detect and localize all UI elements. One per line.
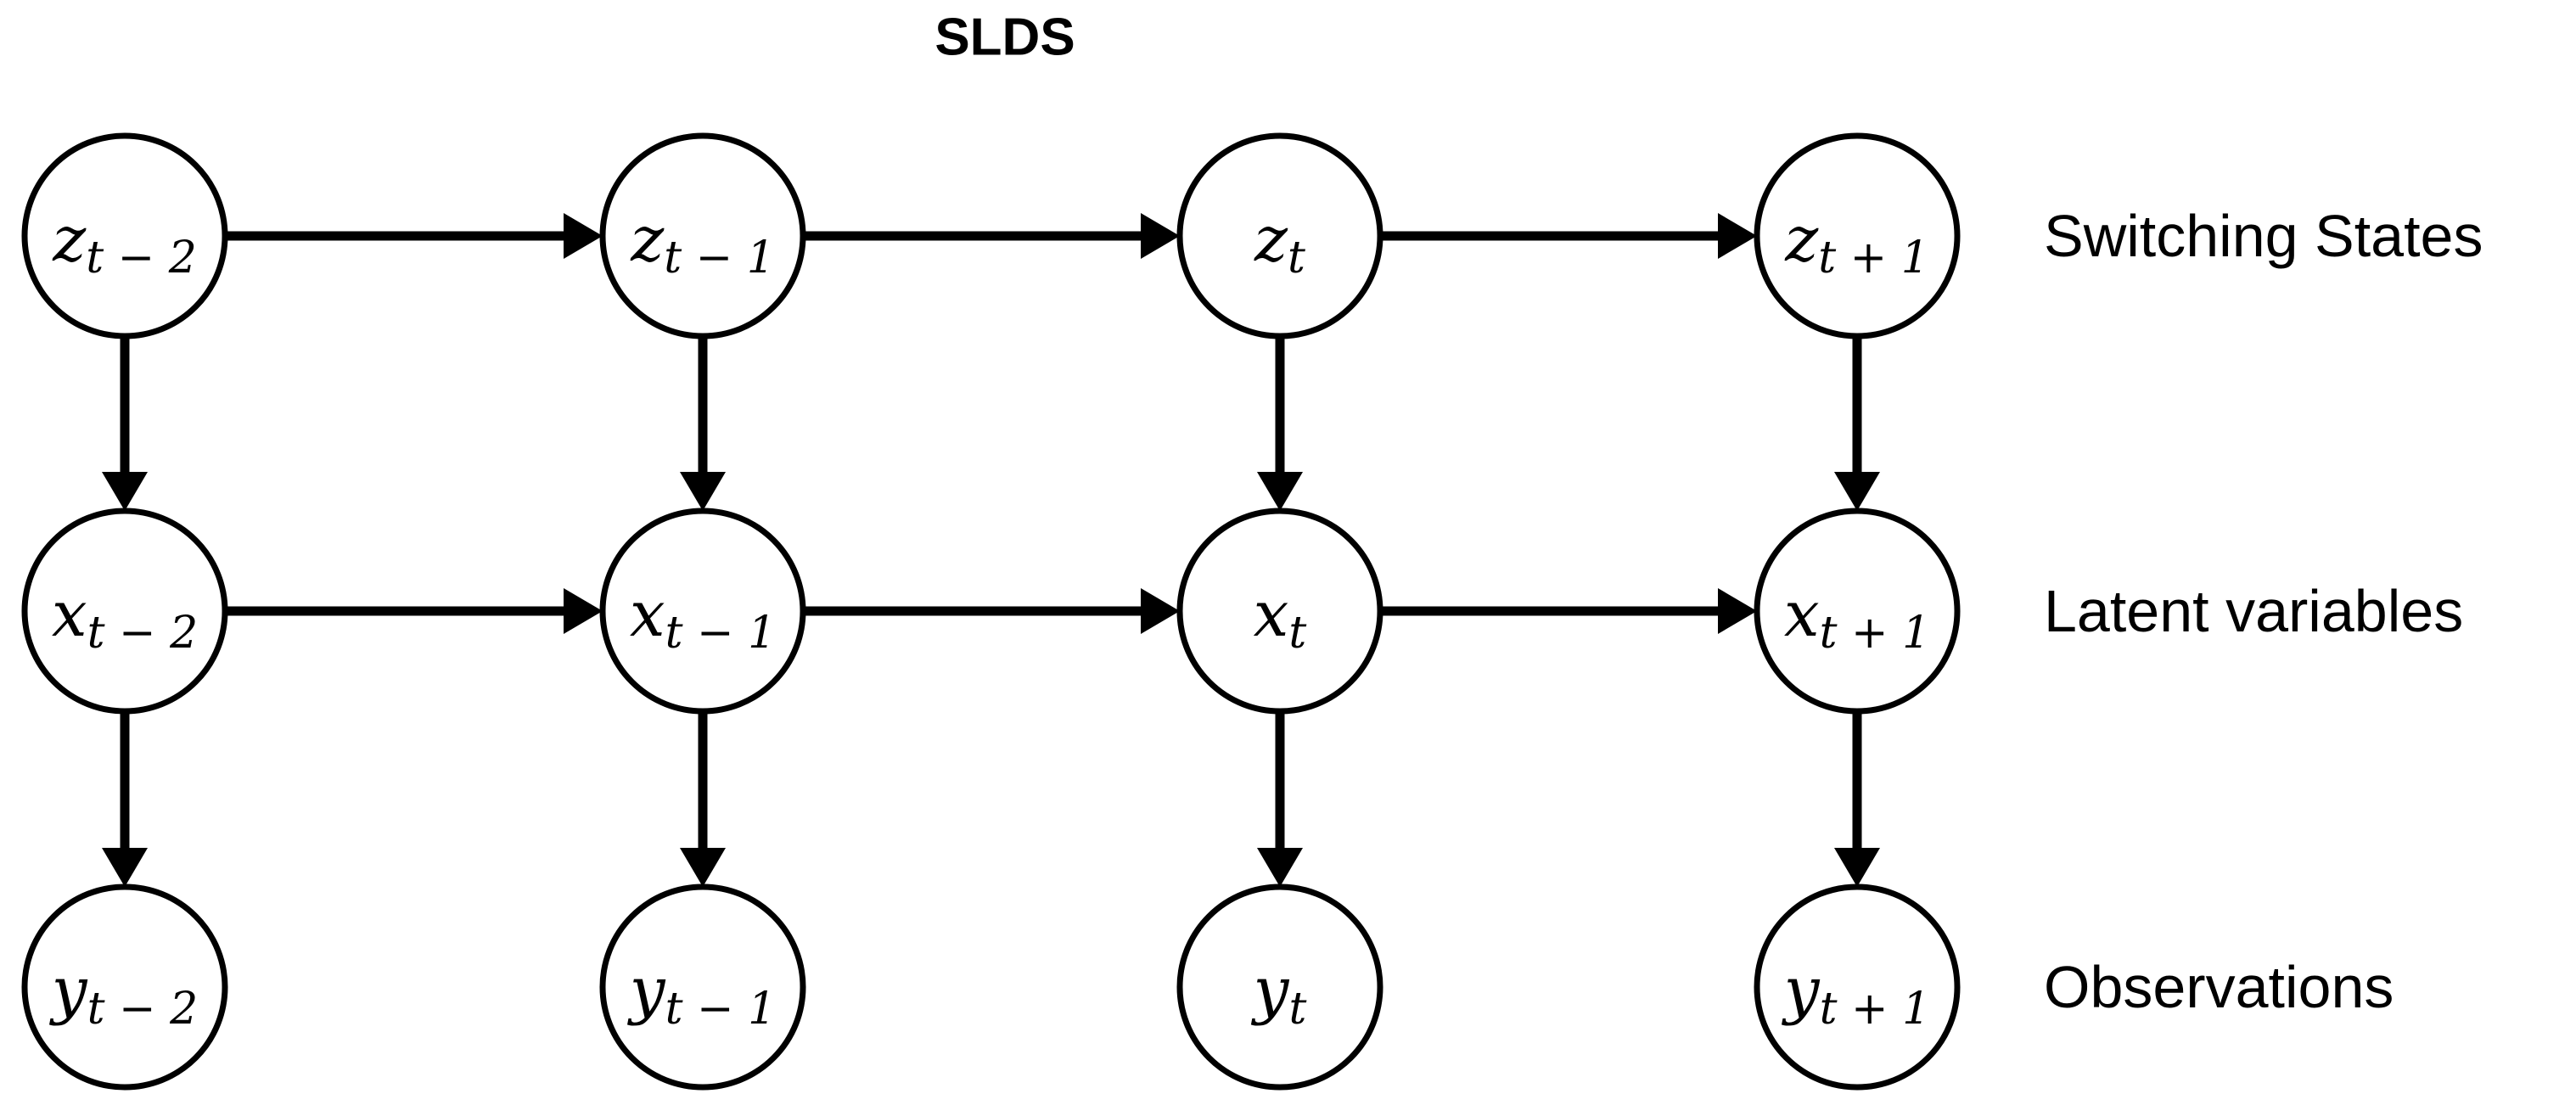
edge-x-t-1-to-x-t-arrowhead-icon [1141, 588, 1180, 634]
node-circle-y-t+1[interactable] [1754, 883, 1961, 1091]
edge-x-t-to-y-t [1257, 711, 1303, 887]
node-label-z-t-1: zt − 1 [630, 203, 775, 283]
node-label-y-t+1: yt + 1 [1782, 954, 1930, 1035]
edge-z-t+1-to-x-t+1 [1834, 336, 1880, 511]
node-label-x-t+1: xt + 1 [1784, 578, 1930, 659]
node-label-x-t-2: xt − 2 [52, 578, 198, 659]
edge-x-t-1-to-y-t-1 [680, 711, 726, 887]
node-label-z-t+1: zt + 1 [1784, 203, 1929, 283]
edge-z-t+1-to-x-t+1-arrowhead-icon [1834, 472, 1880, 511]
node-circle-z-t+1[interactable] [1754, 132, 1961, 339]
node-circle-z-t-1[interactable] [599, 132, 806, 339]
edge-x-t+1-to-y-t+1 [1834, 711, 1880, 887]
node-z-t-1[interactable]: zt − 1 [599, 132, 806, 339]
node-y-t[interactable]: yt [1176, 883, 1383, 1091]
node-x-t[interactable]: xt [1176, 508, 1383, 715]
edges-layer [102, 213, 1880, 887]
node-label-x-t-1: xt − 1 [630, 578, 776, 659]
node-z-t+1[interactable]: zt + 1 [1754, 132, 1961, 339]
node-label-z-t: zt [1254, 203, 1305, 283]
node-x-t-2[interactable]: xt − 2 [21, 508, 228, 715]
node-label-x-t: xt [1254, 578, 1307, 659]
edge-x-t-to-x-t+1-arrowhead-icon [1718, 588, 1757, 634]
edge-z-t-1-to-z-t [803, 213, 1180, 259]
node-z-t[interactable]: zt [1176, 132, 1383, 339]
nodes-layer: zt − 2 zt − 1 zt zt + 1 xt − 2 xt − 1 xt xt + 1… [21, 132, 1961, 1091]
edge-z-t-to-x-t-arrowhead-icon [1257, 472, 1303, 511]
edge-z-t-to-z-t+1-arrowhead-icon [1718, 213, 1757, 259]
row-label-observations: Observations [2044, 954, 2394, 1020]
row-label-latent-variables: Latent variables [2044, 578, 2463, 644]
edge-x-t-to-y-t-arrowhead-icon [1257, 848, 1303, 887]
node-label-y-t: yt [1251, 954, 1307, 1035]
node-circle-z-t[interactable] [1176, 132, 1383, 339]
edge-x-t-2-to-y-t-2-arrowhead-icon [102, 848, 148, 887]
node-circle-x-t-1[interactable] [599, 508, 806, 715]
edge-x-t-2-to-y-t-2 [102, 711, 148, 887]
edge-x-t-to-x-t+1 [1380, 588, 1757, 634]
edge-z-t-to-z-t+1 [1380, 213, 1757, 259]
node-circle-y-t-2[interactable] [21, 883, 228, 1091]
edge-z-t-2-to-x-t-2 [102, 336, 148, 511]
edge-z-t-2-to-z-t-1-arrowhead-icon [564, 213, 603, 259]
node-circle-y-t[interactable] [1176, 883, 1383, 1091]
edge-z-t-1-to-x-t-1 [680, 336, 726, 511]
edge-z-t-2-to-x-t-2-arrowhead-icon [102, 472, 148, 511]
edge-z-t-to-x-t [1257, 336, 1303, 511]
edge-x-t-1-to-y-t-1-arrowhead-icon [680, 848, 726, 887]
node-circle-x-t+1[interactable] [1754, 508, 1961, 715]
edge-z-t-2-to-z-t-1 [225, 213, 603, 259]
node-label-y-t-1: yt − 1 [627, 954, 776, 1035]
edge-x-t+1-to-y-t+1-arrowhead-icon [1834, 848, 1880, 887]
node-circle-x-t-2[interactable] [21, 508, 228, 715]
node-circle-y-t-1[interactable] [599, 883, 806, 1091]
node-circle-z-t-2[interactable] [21, 132, 228, 339]
node-x-t-1[interactable]: xt − 1 [599, 508, 806, 715]
edge-x-t-2-to-x-t-1 [225, 588, 603, 634]
row-label-switching-states: Switching States [2044, 203, 2483, 269]
edge-x-t-2-to-x-t-1-arrowhead-icon [564, 588, 603, 634]
edge-z-t-1-to-z-t-arrowhead-icon [1141, 213, 1180, 259]
edge-z-t-1-to-x-t-1-arrowhead-icon [680, 472, 726, 511]
node-y-t+1[interactable]: yt + 1 [1754, 883, 1961, 1091]
node-y-t-1[interactable]: yt − 1 [599, 883, 806, 1091]
node-label-y-t-2: yt − 2 [49, 954, 198, 1035]
node-circle-x-t[interactable] [1176, 508, 1383, 715]
figure-title: SLDS [934, 8, 1075, 67]
edge-x-t-1-to-x-t [803, 588, 1180, 634]
node-label-z-t-2: zt − 2 [52, 203, 197, 283]
node-x-t+1[interactable]: xt + 1 [1754, 508, 1961, 715]
node-y-t-2[interactable]: yt − 2 [21, 883, 228, 1091]
node-z-t-2[interactable]: zt − 2 [21, 132, 228, 339]
